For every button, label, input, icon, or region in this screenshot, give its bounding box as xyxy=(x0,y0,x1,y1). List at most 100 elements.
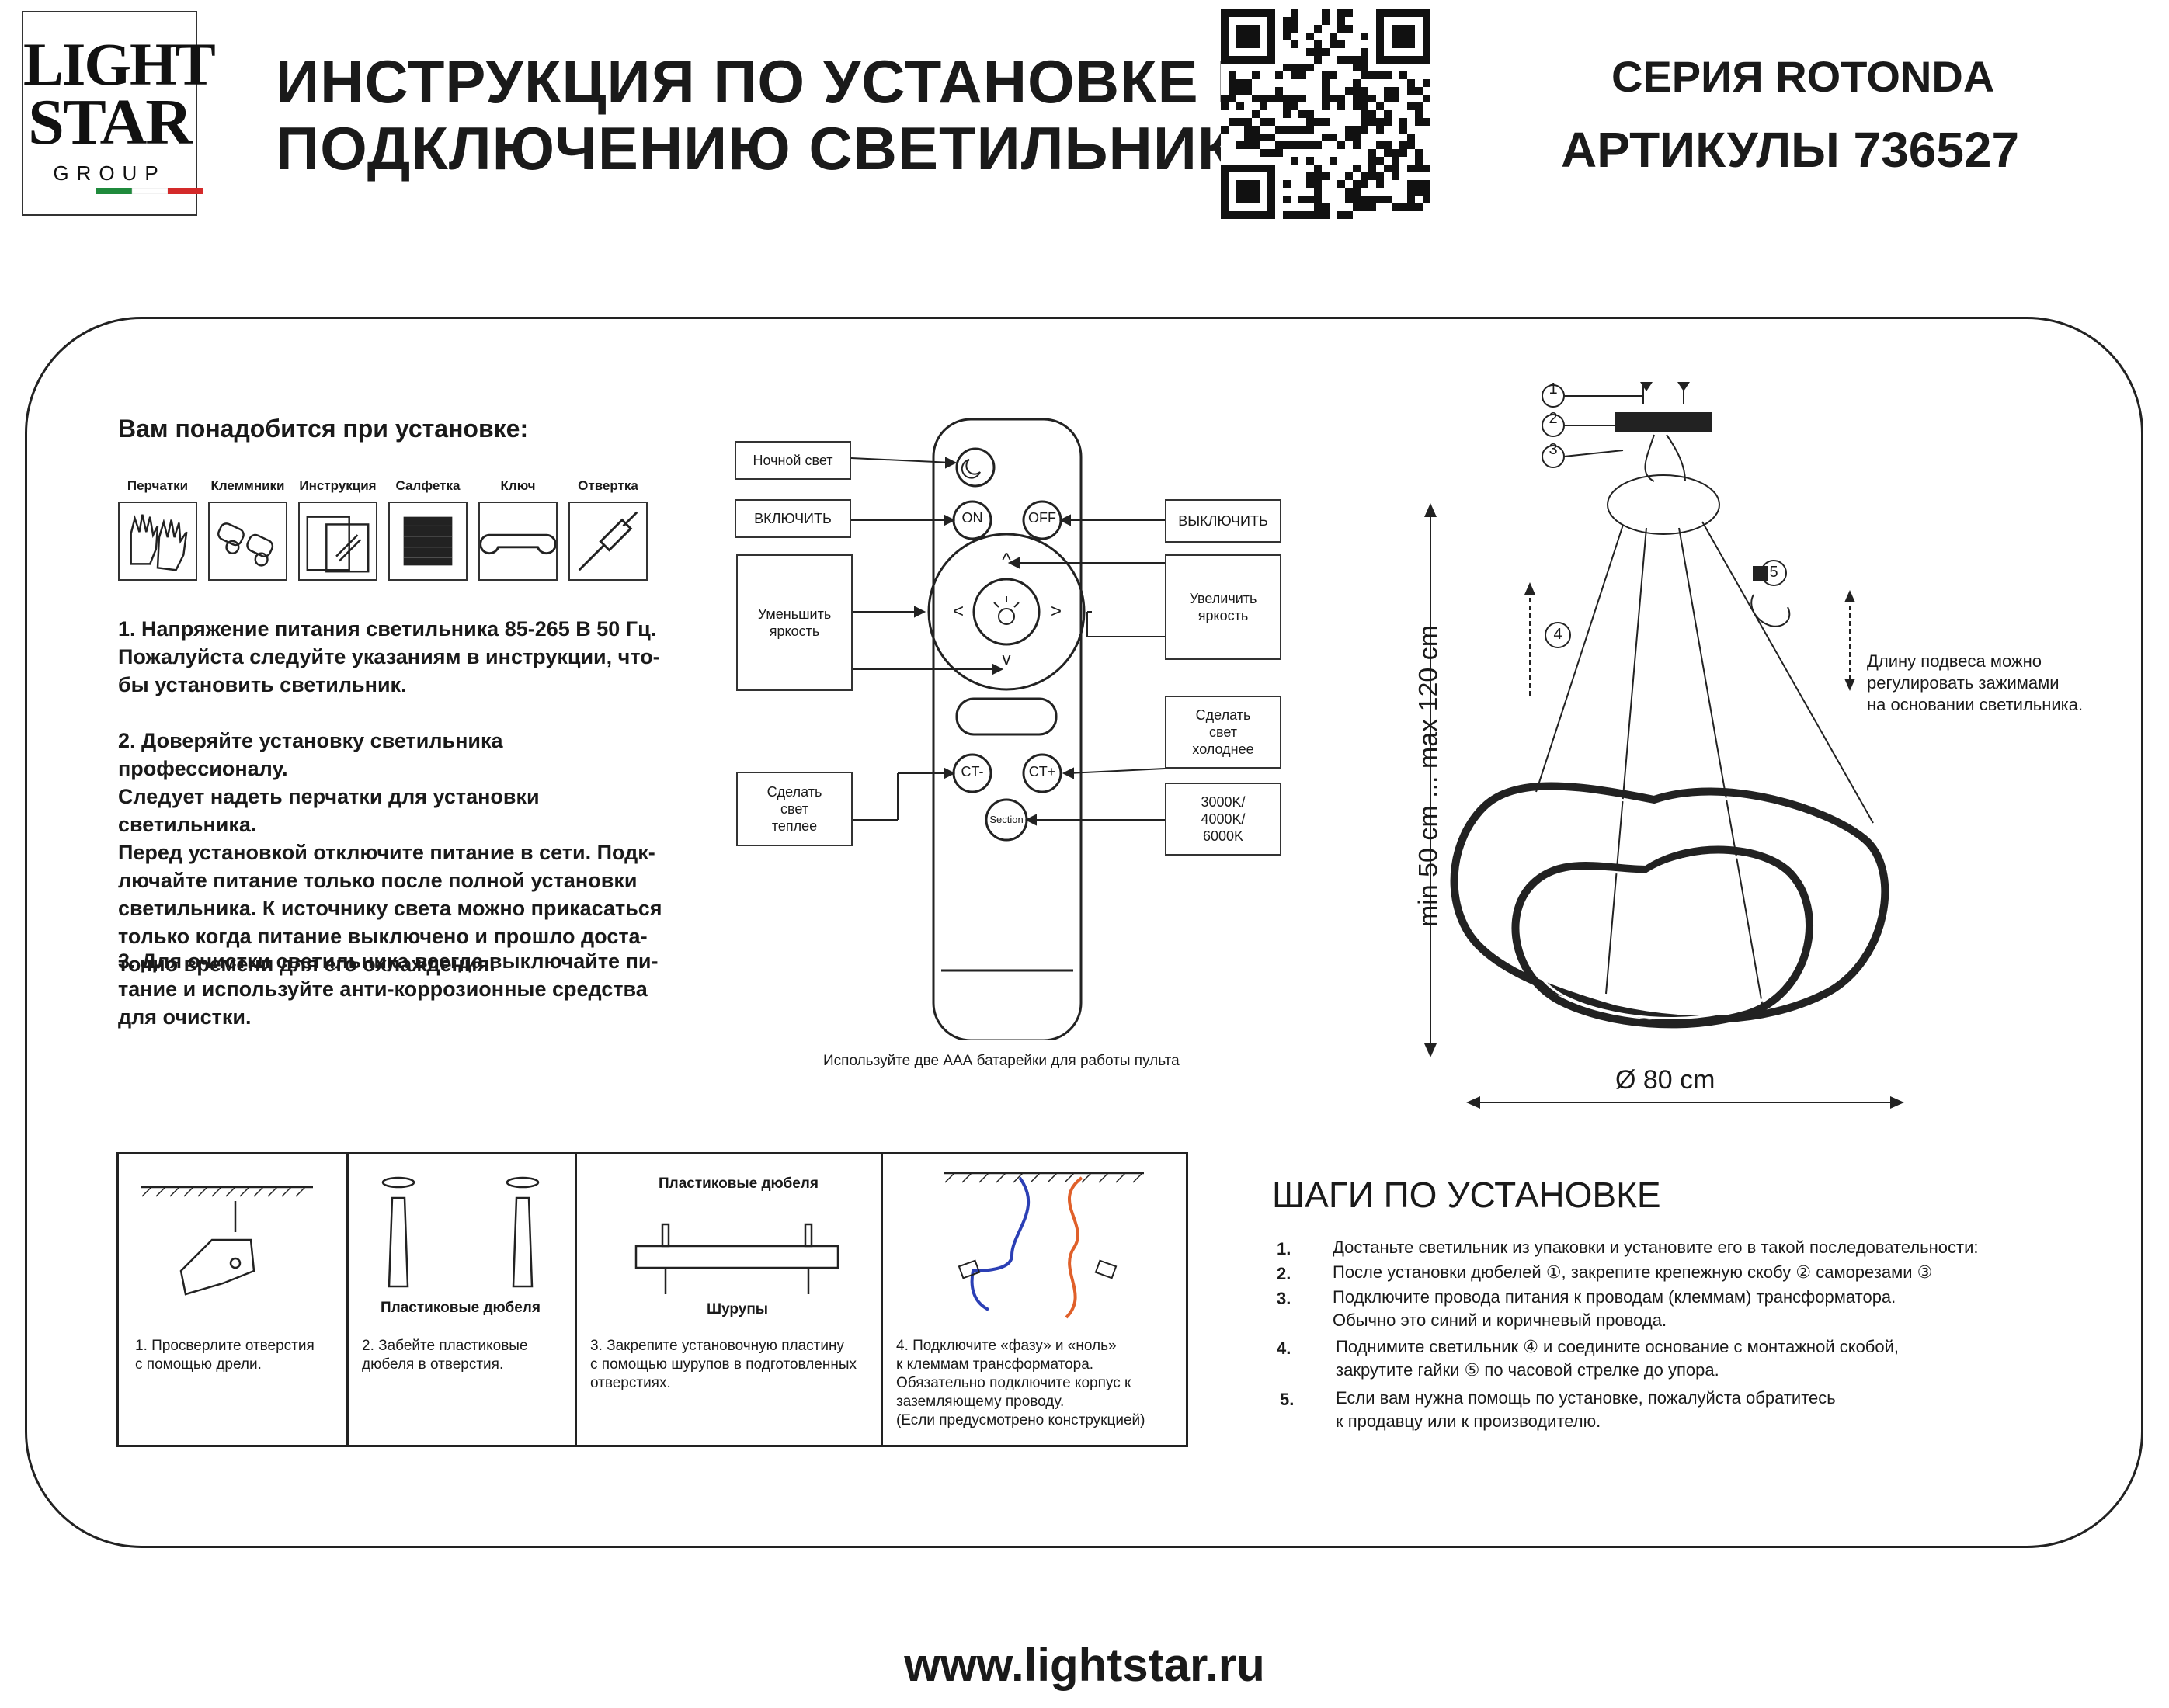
website-link[interactable]: www.lightstar.ru xyxy=(904,1639,1265,1691)
callout-5: 5 xyxy=(1769,564,1778,581)
screwdriver-icon xyxy=(568,502,648,581)
up-arrow-label[interactable]: ^ xyxy=(1002,550,1011,571)
dowels-label: Пластиковые дюбеля xyxy=(381,1300,541,1316)
install-steps-table xyxy=(116,1152,1188,1447)
off-button-label[interactable]: OFF xyxy=(1028,510,1056,526)
brightness-button xyxy=(972,578,1041,646)
label-on-text: ВКЛЮЧИТЬ xyxy=(754,511,832,526)
on-button-label[interactable]: ON xyxy=(961,510,983,526)
step-line: Подключите провода питания к проводам (к… xyxy=(1333,1287,1896,1307)
left-arrow-label[interactable]: < xyxy=(952,601,964,622)
terminal-blocks-icon xyxy=(208,502,287,581)
label-cooler-line: холоднее xyxy=(1192,741,1254,757)
caption-line: заземляющему проводу. xyxy=(896,1394,1065,1410)
gloves-icon xyxy=(118,502,197,581)
label-night-text: Ночной свет xyxy=(753,453,833,468)
title-line1: ИНСТРУКЦИЯ ПО УСТАНОВКЕ И xyxy=(276,47,1261,116)
tool-label-instruction: Инструкция xyxy=(299,478,377,493)
instruction-2-line: 2. Доверяйте установку светильника профе… xyxy=(118,729,503,780)
steps-heading: ШАГИ ПО УСТАНОВКЕ xyxy=(1272,1175,1661,1215)
tool-label-napkin: Салфетка xyxy=(395,478,461,493)
table-caption-2: 2. Забейте пластиковые дюбеля в отверсти… xyxy=(362,1337,528,1374)
table-divider xyxy=(346,1152,349,1447)
right-arrow-label[interactable]: > xyxy=(1050,601,1062,622)
tool-label-gloves: Перчатки xyxy=(127,478,189,493)
step-line: Достаньте светильник из упаковки и устан… xyxy=(1333,1238,1979,1257)
label-dim-down: Уменьшить яркость xyxy=(736,554,853,691)
series-label: СЕРИЯ ROTONDA xyxy=(1611,52,1995,101)
caption-line: с помощью дрели. xyxy=(135,1356,262,1373)
diameter-label: Ø 80 cm xyxy=(1615,1065,1715,1095)
caption-line: 3. Закрепите установочную пластину xyxy=(590,1338,844,1354)
ct-minus-label[interactable]: CT- xyxy=(961,764,984,779)
content-frame xyxy=(25,317,2143,1548)
label-night: Ночной свет xyxy=(735,441,851,480)
label-cooler-line: Сделать xyxy=(1195,707,1251,723)
remote-diagram xyxy=(850,418,1166,1040)
caption-line: 1. Просверлите отверстия xyxy=(135,1338,315,1354)
dowels-top-label: Пластиковые дюбеля xyxy=(659,1175,819,1192)
table-divider xyxy=(575,1152,577,1447)
step-text: Если вам нужна помощь по установке, пожа… xyxy=(1336,1387,1836,1433)
label-cct-line: 6000K xyxy=(1202,828,1244,844)
instruction-icon xyxy=(298,502,377,581)
label-warmer-line: теплее xyxy=(771,818,818,834)
table-caption-4: 4. Подключите «фазу» и «ноль» к клеммам … xyxy=(896,1337,1145,1430)
table-caption-3: 3. Закрепите установочную пластину с пом… xyxy=(590,1337,857,1393)
caption-line: 4. Подключите «фазу» и «ноль» xyxy=(896,1338,1117,1354)
section-label[interactable]: Section xyxy=(989,814,1024,825)
label-dim-down-line: яркость xyxy=(769,623,820,639)
label-dim-down-line: Уменьшить xyxy=(757,606,832,622)
step-text: Подключите провода питания к проводам (к… xyxy=(1333,1286,1896,1332)
ct-plus-label[interactable]: CT+ xyxy=(1028,764,1056,779)
step-line: После установки дюбелей ①, закрепите кре… xyxy=(1333,1262,1933,1282)
night-light-button xyxy=(955,447,996,488)
label-cct: 3000K/ 4000K/ 6000K xyxy=(1165,783,1281,856)
label-dim-up-line: яркость xyxy=(1197,608,1249,623)
ct-plus-button xyxy=(1022,753,1062,793)
table-divider xyxy=(881,1152,883,1447)
label-warmer-line: свет xyxy=(780,801,809,817)
step-line: Если вам нужна помощь по установке, пожа… xyxy=(1336,1388,1836,1408)
battery-note: Используйте две ААА батарейки для работы… xyxy=(823,1053,1180,1069)
instruction-1-line: бы установить светильник. xyxy=(118,673,407,696)
article-label: АРТИКУЛЫ 736527 xyxy=(1561,122,2020,178)
callout-1: 1 xyxy=(1549,380,1558,397)
callout-2: 2 xyxy=(1549,410,1558,427)
instruction-3-line: для очистки. xyxy=(118,1005,252,1029)
step-line: закрутите гайки ⑤ по часовой стрелке до … xyxy=(1336,1360,1719,1380)
caption-line: 2. Забейте пластиковые xyxy=(362,1338,528,1354)
caption-line: (Если предусмотрено конструкцией) xyxy=(896,1412,1145,1429)
page-title: ИНСТРУКЦИЯ ПО УСТАНОВКЕ И ПОДКЛЮЧЕНИЮ СВ… xyxy=(276,48,1280,182)
adjust-note-line: на основании светильника. xyxy=(1867,695,2084,714)
instruction-2: 2. Доверяйте установку светильника профе… xyxy=(118,727,669,978)
step-line: Обычно это синий и коричневый провода. xyxy=(1333,1311,1667,1330)
instruction-2-line: только когда питание выключено и прошло … xyxy=(118,925,648,948)
step-text: Достаньте светильник из упаковки и устан… xyxy=(1333,1236,1979,1259)
instruction-2-line: точно времени для его охлаждения. xyxy=(118,953,495,976)
instruction-3: 3. Для очистки светильника всегда выключ… xyxy=(118,947,669,1031)
tool-label-screwdriver: Отвертка xyxy=(578,478,638,493)
label-cooler-line: свет xyxy=(1208,724,1238,740)
step-text: После установки дюбелей ①, закрепите кре… xyxy=(1333,1261,1932,1284)
adjust-note: Длину подвеса можно регулировать зажимам… xyxy=(1867,651,2083,716)
screws-label: Шурупы xyxy=(707,1301,769,1317)
instruction-3-line: тание и используйте анти-коррозионные ср… xyxy=(118,977,648,1001)
brand-logo: LIGHT STAR GROUP xyxy=(22,11,216,216)
step-line: к продавцу или к производителю. xyxy=(1336,1411,1601,1431)
install-illustrations xyxy=(141,1172,1144,1319)
instruction-2-line: Перед установкой отключите питание в сет… xyxy=(118,841,655,864)
caption-line: отверстиях. xyxy=(590,1375,671,1391)
table-caption-1: 1. Просверлите отверстия с помощью дрели… xyxy=(135,1337,315,1374)
italian-flag-icon xyxy=(96,188,203,194)
qr-code-icon[interactable] xyxy=(1221,9,1430,219)
label-off-text: ВЫКЛЮЧИТЬ xyxy=(1178,513,1268,529)
blank-button xyxy=(955,697,1058,736)
tools-heading: Вам понадобится при установке: xyxy=(118,415,529,443)
step-number: 2. xyxy=(1277,1264,1291,1283)
step-number: 1. xyxy=(1277,1239,1291,1258)
logo-line1: LIGHT xyxy=(23,30,216,98)
height-label: min 50 cm ... max 120 cm xyxy=(1413,624,1444,928)
tool-label-terminals: Клеммники xyxy=(210,478,285,493)
down-arrow-label[interactable]: v xyxy=(1002,649,1011,668)
